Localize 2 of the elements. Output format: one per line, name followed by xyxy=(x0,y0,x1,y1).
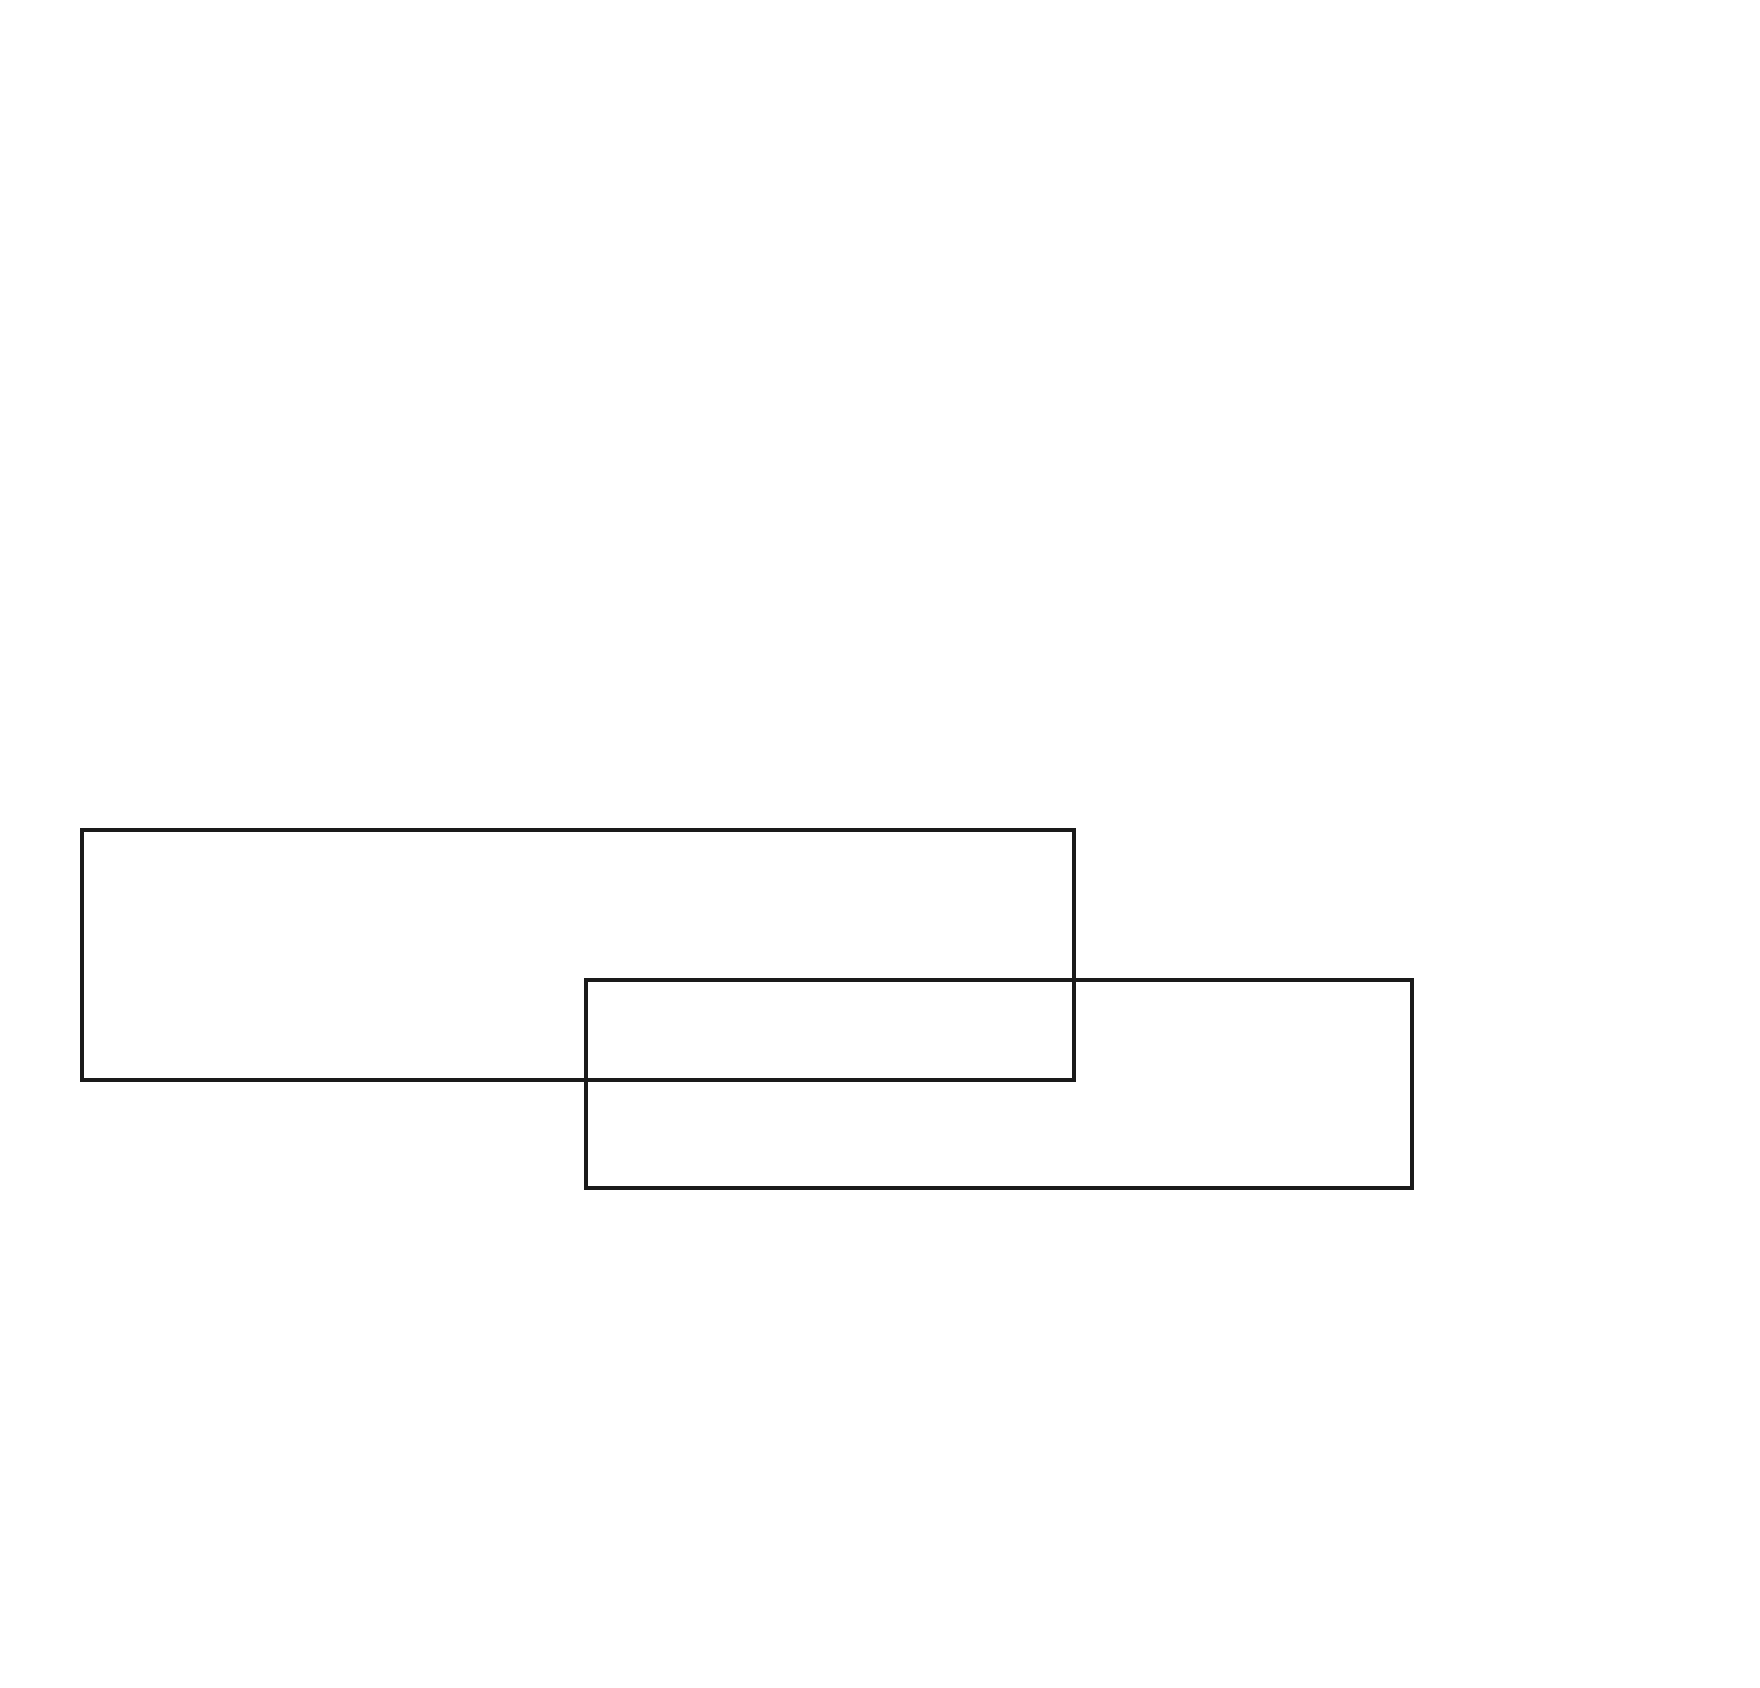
empty-text-box xyxy=(584,978,1414,1190)
empty-text-box xyxy=(80,828,1076,1082)
